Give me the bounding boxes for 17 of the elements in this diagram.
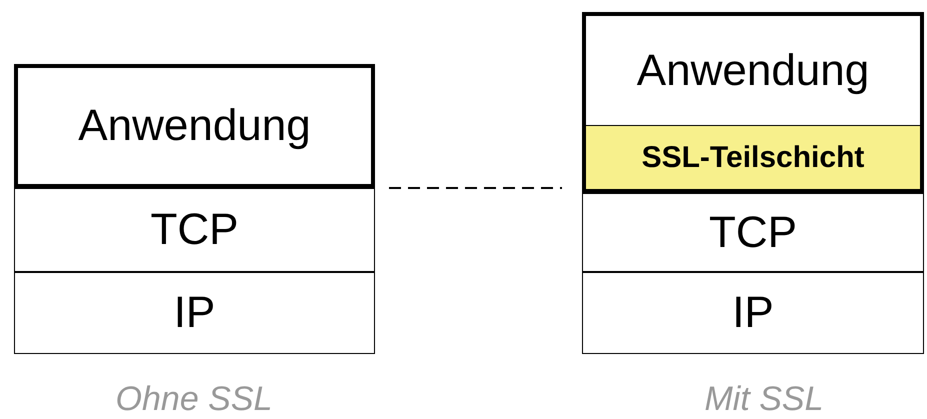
layer-name: Anwendung [78, 101, 311, 151]
layer-box [14, 64, 375, 188]
layer-box [582, 12, 924, 125]
layer-name: IP [732, 288, 774, 338]
layer-name: Anwendung [636, 46, 870, 96]
layer-box [14, 188, 375, 272]
layer-name: SSL-Teilschicht [642, 140, 864, 174]
stack-caption: Mit SSL [704, 380, 824, 419]
layer-box [582, 272, 924, 354]
layer-box [582, 193, 924, 272]
sublayer-box [582, 125, 924, 193]
stack-caption: Ohne SSL [116, 380, 272, 419]
layer-box [14, 272, 375, 354]
layer-name: IP [174, 288, 216, 338]
dashed-connector [389, 187, 562, 189]
layer-name: TCP [150, 205, 238, 255]
layer-name: TCP [709, 208, 797, 258]
